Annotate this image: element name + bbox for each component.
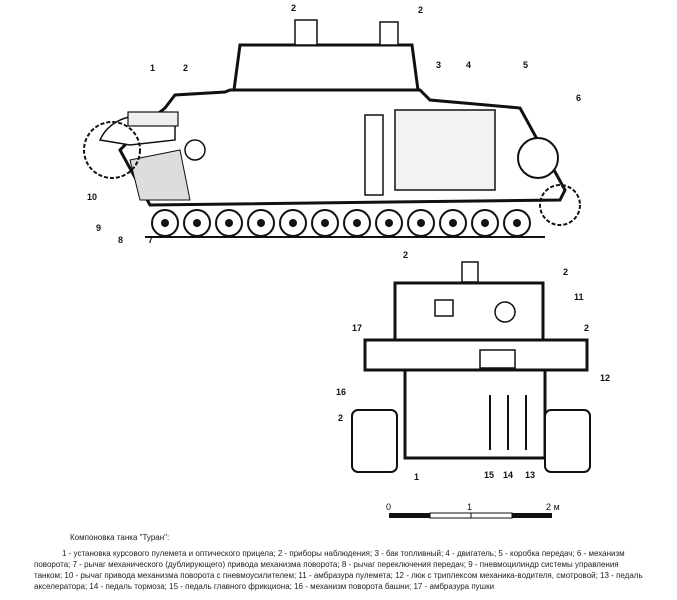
side-periscope bbox=[294, 19, 318, 46]
wheel-hub bbox=[321, 219, 329, 227]
callout-label: 8 bbox=[118, 235, 123, 245]
callout-label: 1 bbox=[414, 472, 419, 482]
callout-label: 16 bbox=[336, 387, 346, 397]
callout-label: 12 bbox=[600, 373, 610, 383]
scale-bar: 0 1 2 м bbox=[386, 502, 560, 519]
wheel-hub bbox=[353, 219, 361, 227]
callout-label: 1 bbox=[150, 63, 155, 73]
front-turret bbox=[393, 281, 545, 342]
caption-legend: 1 - установка курсового пулемета и оптич… bbox=[34, 549, 643, 591]
callout-label: 2 bbox=[183, 63, 188, 73]
drive-sprocket bbox=[83, 121, 141, 179]
callout-label: 2 bbox=[563, 267, 568, 277]
engine-block bbox=[394, 109, 496, 191]
callout-label: 13 bbox=[525, 470, 535, 480]
wheel-hub bbox=[193, 219, 201, 227]
callout-label: 2 bbox=[584, 323, 589, 333]
right-track bbox=[544, 409, 591, 473]
callout-label: 14 bbox=[503, 470, 513, 480]
wheel-hub bbox=[417, 219, 425, 227]
front-view bbox=[351, 261, 591, 473]
mg-embrasure bbox=[494, 301, 516, 323]
callout-label: 11 bbox=[574, 292, 584, 302]
side-periscope bbox=[379, 21, 399, 46]
callout-label: 10 bbox=[87, 192, 97, 202]
callout-label: 3 bbox=[436, 60, 441, 70]
front-lower-body bbox=[403, 368, 547, 460]
road-wheels bbox=[151, 209, 531, 237]
side-gun-barrel bbox=[127, 111, 179, 127]
callout-label: 4 bbox=[466, 60, 471, 70]
front-cupola bbox=[461, 261, 479, 283]
wheel-hub bbox=[449, 219, 457, 227]
wheel-hub bbox=[481, 219, 489, 227]
side-hatch bbox=[184, 139, 206, 161]
gun-embrasure bbox=[434, 299, 454, 317]
callout-label: 6 bbox=[576, 93, 581, 103]
callout-label: 2 bbox=[338, 413, 343, 423]
callout-label: 17 bbox=[352, 323, 362, 333]
wheel-hub bbox=[225, 219, 233, 227]
scale-tick-label: 0 bbox=[386, 502, 391, 512]
side-view bbox=[83, 19, 581, 238]
side-turret bbox=[232, 43, 420, 92]
wheel-hub bbox=[385, 219, 393, 227]
wheel-hub bbox=[257, 219, 265, 227]
callout-label: 7 bbox=[148, 235, 153, 245]
front-callouts: 2 2 11 17 2 12 16 2 1 15 14 13 bbox=[336, 250, 610, 482]
fuel-tank bbox=[364, 114, 384, 196]
front-hull bbox=[363, 338, 589, 372]
callout-label: 2 bbox=[418, 5, 423, 15]
caption-title: Компоновка танка "Туран": bbox=[70, 533, 170, 542]
wheel-hub bbox=[161, 219, 169, 227]
scale-tick-label: 2 м bbox=[546, 502, 560, 512]
driver-controls bbox=[129, 149, 191, 201]
wheel-hub bbox=[513, 219, 521, 227]
callout-label: 2 bbox=[291, 3, 296, 13]
side-callouts: 2 2 1 2 3 4 5 6 10 9 8 7 bbox=[87, 3, 581, 245]
callout-label: 5 bbox=[523, 60, 528, 70]
steering-mechanism bbox=[517, 137, 559, 179]
callout-label: 2 bbox=[403, 250, 408, 260]
idler-wheel bbox=[539, 184, 581, 226]
wheel-hub bbox=[289, 219, 297, 227]
left-track bbox=[351, 409, 398, 473]
callout-label: 15 bbox=[484, 470, 494, 480]
scale-tick-label: 1 bbox=[467, 502, 472, 512]
driver-hatch bbox=[479, 349, 516, 369]
callout-label: 9 bbox=[96, 223, 101, 233]
